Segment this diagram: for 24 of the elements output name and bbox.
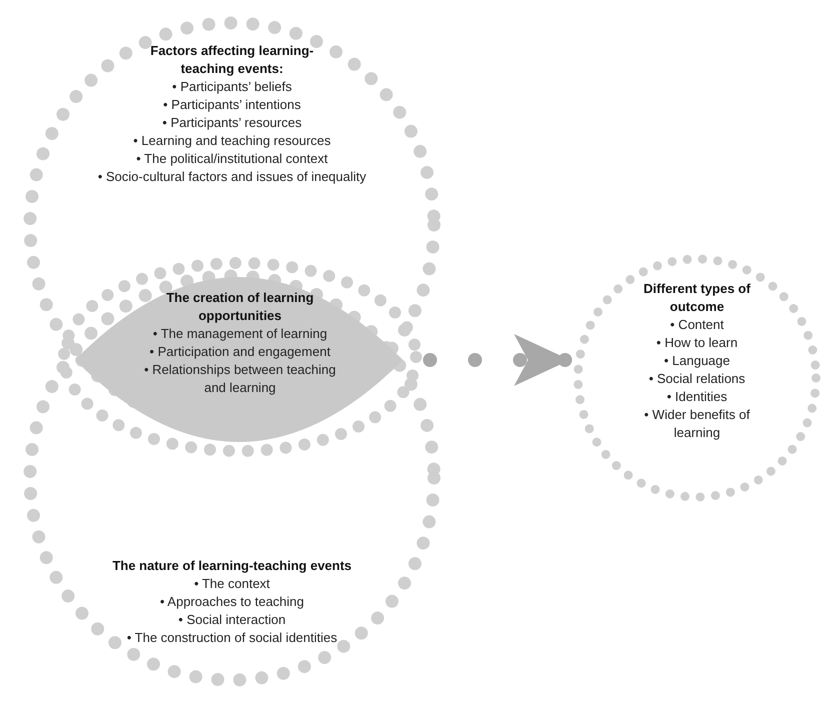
heading-text: Different types of outcome [642,280,752,316]
bullet-item: • Wider benefits of learning [643,406,751,442]
bullet-item: • Socio-cultural factors and issues of inequality [98,168,366,186]
bullet-item: • Participants’ resources [162,114,302,132]
bullet-item: • The management of learning [152,325,328,343]
heading-text: The creation of learning opportunities [165,289,315,325]
bullet-item: • How to learn [656,334,738,352]
bullet-item: • Identities [666,388,728,406]
bullet-item: • Social interaction [178,611,286,629]
bullet-item: • Participation and engagement [150,343,330,361]
bullet-item: • Participants’ intentions [163,96,301,114]
bullet-item: • Participants’ beliefs [172,78,292,96]
bullet-item: • The political/institutional context [136,150,328,168]
bullet-item: • Language [664,352,730,370]
bullet-item: • Approaches to teaching [160,593,304,611]
heading-text: Factors affecting learning-teaching events: [149,42,315,78]
bullet-item: • The construction of social identities [126,629,338,647]
bullet-item: • Learning and teaching resources [133,132,331,150]
heading-text: The nature of learning-teaching events [112,557,352,575]
lens-shape [58,255,422,458]
bullet-item: • Content [670,316,724,334]
bullet-item: • Relationships between teaching and learning [143,361,337,397]
bullet-item: • The context [194,575,270,593]
bullet-item: • Social relations [648,370,746,388]
